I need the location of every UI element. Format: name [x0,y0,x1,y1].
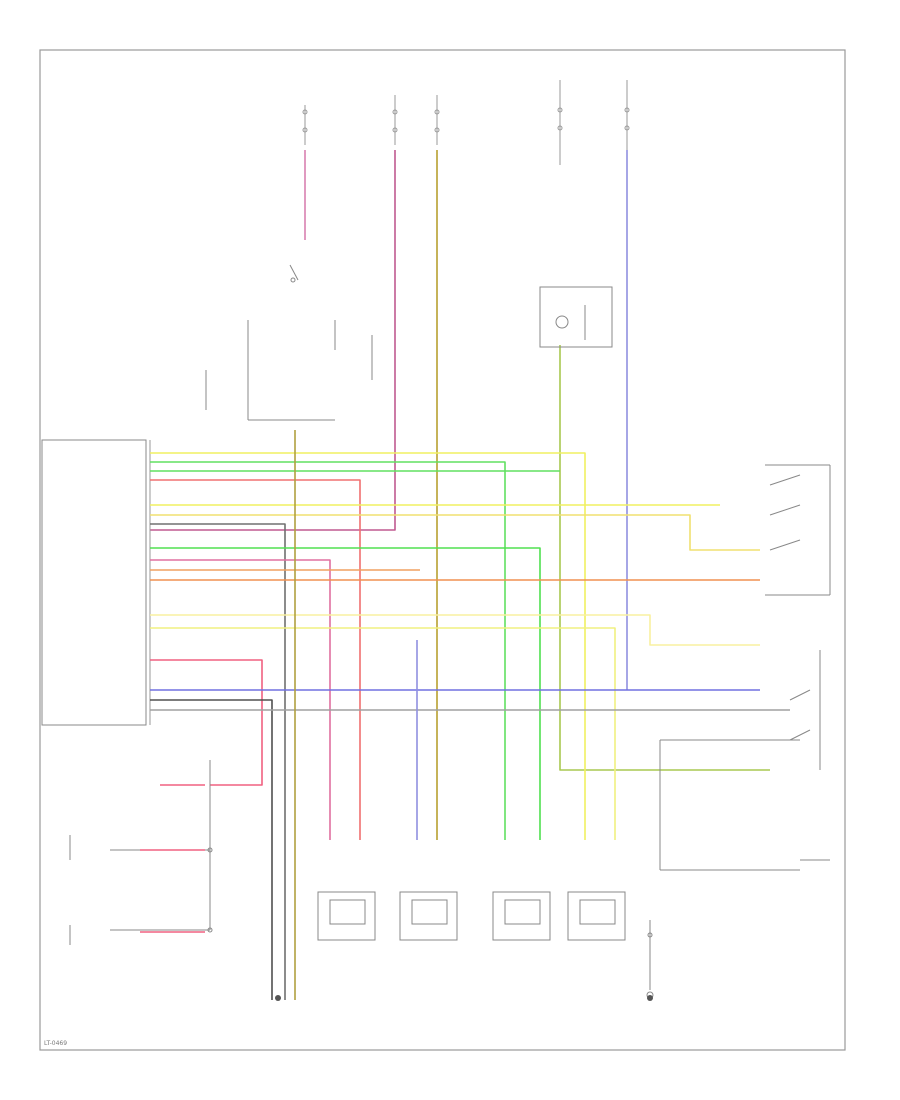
wire-yellow-3 [150,514,760,551]
wire-lt-yellow [150,614,760,646]
wire-yellow-1 [150,452,586,840]
right-switch [646,464,831,999]
wire-green-fuse [559,345,770,771]
wire-red-2 [150,659,263,786]
wire-green-3 [150,547,541,840]
seat-module-2 [399,891,458,941]
figure-code: LT-0469 [44,1040,68,1047]
seat-module-1 [317,891,376,941]
switch-assembly [205,264,373,421]
wire-yellow-4 [150,627,616,840]
relay-block [539,286,613,348]
diagram-frame [39,49,846,1051]
seat-module-3 [492,891,551,941]
wire-red-1 [150,479,361,840]
fuse-feeds [302,80,630,165]
lower-left-switches [69,760,213,945]
wire-dk-gray [150,699,273,1000]
wire-green-1 [150,461,506,840]
wire-red-lower [140,784,205,933]
ground-left [275,995,281,1001]
seat-module-4 [567,891,626,941]
wire-dk-pink-fuse [150,150,396,531]
ground-right [647,995,653,1001]
wire-pink-2 [150,559,331,840]
wire-gray [150,523,286,1000]
connector-block [41,439,147,726]
